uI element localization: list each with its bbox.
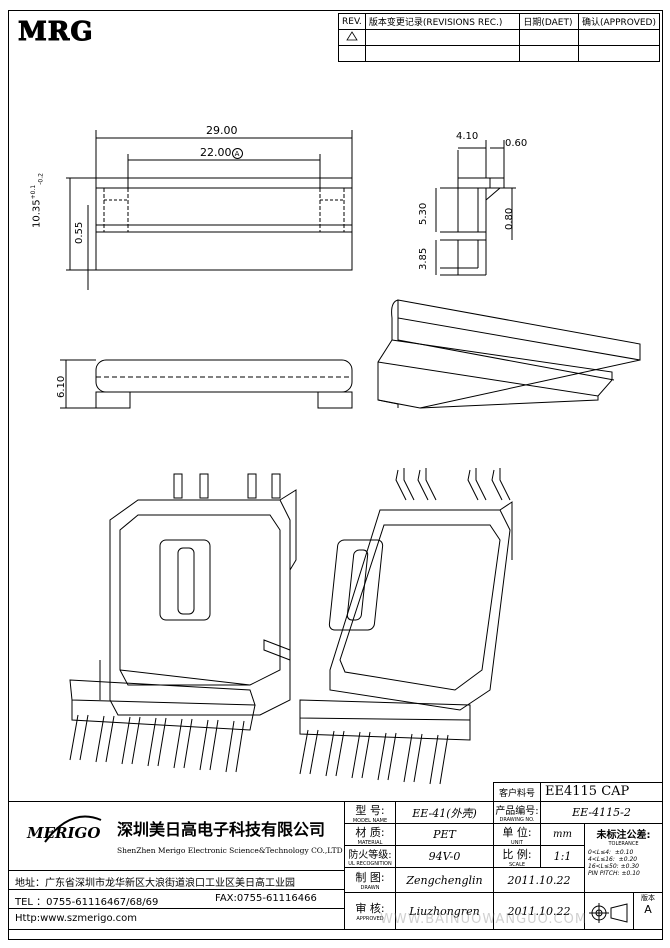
model-label-cell: 型 号:MODEL NAME xyxy=(344,801,396,824)
dim-385: 3.85 xyxy=(418,247,429,270)
marker-a: A xyxy=(231,148,243,159)
projection-symbol-icon xyxy=(589,903,628,923)
merigo-brand: MERIGO xyxy=(27,824,101,842)
flame-value: 94V-0 xyxy=(395,845,494,868)
drawn-by: Zengchenglin xyxy=(395,867,494,893)
iso-assembly-right xyxy=(299,468,513,785)
drawn-label-cell: 制 图:DRAWN xyxy=(344,867,396,893)
drawn-date: 2011.10.22 xyxy=(493,867,585,893)
website: Http:www.szmerigo.com xyxy=(8,908,345,930)
tolerance-line: PIN PITCH: ±0.10 xyxy=(588,870,640,877)
revision-table: REV. 版本变更记录(REVISIONS REC.) 日期(DAET) 确认(… xyxy=(338,13,660,62)
tolerance-line: 4<L≤16: ±0.20 xyxy=(588,856,638,863)
merigo-swoosh-icon xyxy=(44,815,102,843)
scale-label-cell: 比 例:SCALE xyxy=(493,845,541,868)
fax: FAX:0755-61116466 xyxy=(215,893,317,904)
approved-label-cell: 审 核:APPROVED xyxy=(344,892,396,930)
customer-part-label: 客户料号 xyxy=(493,782,541,802)
address: 地址：广东省深圳市龙华新区大浪街道浪口工业区美日高工业园 xyxy=(8,870,345,890)
company-name-en: ShenZhen Merigo Electronic Science&Techn… xyxy=(117,846,343,855)
drawing-no-value: EE-4115-2 xyxy=(540,801,663,824)
model-value: EE-41(外壳) xyxy=(395,801,494,824)
tel: TEL ：0755-61116467/68/69 xyxy=(15,897,159,908)
dim-1035: 10.35+0.1-0.2 xyxy=(30,173,45,228)
material-label-cell: 材 质:MATERIAL xyxy=(344,823,396,846)
dim-610: 6.10 xyxy=(56,375,67,398)
dim-055: 0.55 xyxy=(74,221,85,244)
material-value: PET xyxy=(395,823,494,846)
iso-assembly-left xyxy=(69,473,297,773)
dim-410: 4.10 xyxy=(456,131,479,142)
drawing-sheet xyxy=(8,10,663,940)
iso-view-cap xyxy=(377,299,641,409)
side-view xyxy=(435,140,516,276)
drawing-no-label-cell: 产品编号:DRAWING NO. xyxy=(493,801,541,824)
dim-530: 5.30 xyxy=(418,202,429,225)
scale-value: 1:1 xyxy=(540,845,585,868)
projection-symbol-cell xyxy=(584,892,634,930)
unit-value: mm xyxy=(540,823,585,846)
tolerance-line: 16<L≤50: ±0.30 xyxy=(588,863,639,870)
version-label: 版本 xyxy=(641,894,655,902)
tolerance-title-en: TOLERANCE xyxy=(608,841,639,847)
contact-cell: TEL ：0755-61116467/68/69 FAX:0755-611164… xyxy=(8,889,345,909)
tolerance-line: 0<L≤4: ±0.10 xyxy=(588,849,634,856)
front-view xyxy=(66,130,353,290)
dim-29: 29.00 xyxy=(206,124,238,137)
company-cell: MERIGO 深圳美日高电子科技有限公司 ShenZhen Merigo Ele… xyxy=(8,801,345,871)
bottom-view xyxy=(60,359,353,409)
company-logo: MRG xyxy=(18,17,94,48)
version-cell: 版本 A xyxy=(633,892,663,930)
tolerance-title: 未标注公差: xyxy=(596,830,651,841)
unit-label-cell: 单 位:UNIT xyxy=(493,823,541,846)
tolerance-cell: 未标注公差: TOLERANCE 0<L≤4: ±0.10 4<L≤16: ±0… xyxy=(584,823,663,893)
version-value: A xyxy=(644,903,652,916)
company-name-cn: 深圳美日高电子科技有限公司 xyxy=(117,820,326,839)
dim-080: 0.80 xyxy=(504,207,515,230)
flame-label-cell: 防火等级:UL RECOGNITION xyxy=(344,845,396,868)
dim-060: 0.60 xyxy=(505,138,528,149)
watermark: WWW.BAINUOWANGUO.COM xyxy=(380,912,588,927)
customer-part-value: EE4115 CAP xyxy=(540,782,663,802)
